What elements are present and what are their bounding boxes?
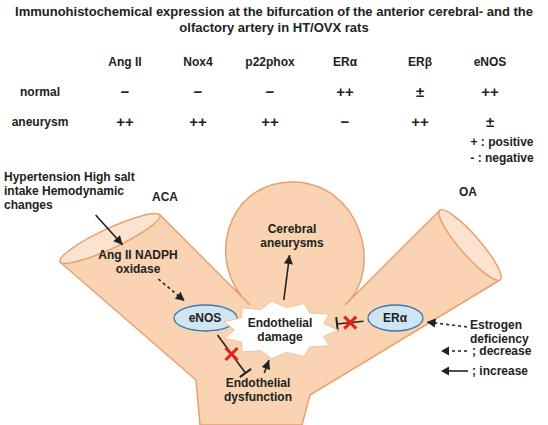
table-cell: p22phox [245,55,294,69]
vessel-name: OA [459,185,477,199]
table-cell: ++ [261,115,279,129]
ellipse-shape [368,305,423,331]
arrow-connector [427,319,468,328]
table-cell: − [341,115,350,129]
artery-bifurcation [60,182,500,425]
key-note: + : positive [470,135,533,149]
table-cell: Nox4 [183,55,212,69]
arrow-head [262,360,270,370]
table-cell: ERβ [408,55,432,69]
vessel-name: ACA [152,190,178,204]
legend-text: ; decrease [472,344,531,358]
damage-burst: Endothelial damage [226,303,334,357]
arrow-connector [262,360,270,373]
block-cross [226,348,238,360]
legend-sample [440,365,470,377]
table-cell: eNOS [474,55,507,69]
legend-head [441,347,449,356]
arrow-head [284,255,293,264]
inhibit-bar [240,369,251,377]
block-cross [226,348,238,360]
legend-row: ; decrease [440,344,531,358]
table-cell: ++ [189,115,207,129]
table-cell: − [121,85,130,99]
connector-line [158,279,184,301]
inhibit-connector [336,317,363,331]
arrow-head [427,319,436,328]
table-cell: ± [486,115,494,129]
arrow-connector [158,279,184,301]
node-text: eNOS [189,311,222,325]
table-cell: ++ [411,115,429,129]
cause-text: Hypertension High salt intake Hemodynami… [4,170,144,212]
node-text: Estrogen deficiency [470,318,546,346]
table-cell: aneurysm [12,115,69,129]
table-cell: normal [20,85,60,99]
legend-line [446,370,468,372]
arrow-head [113,235,122,245]
er-ellipse: ERα [367,304,424,332]
figure-title: Immunohistochemical expression at the bi… [0,4,548,36]
arrow-connector [96,215,123,245]
dysfunction-text: Endothelial dysfunction [218,376,298,404]
legend-row: ; increase [440,364,528,378]
table-cell: ++ [116,115,134,129]
table-cell: ++ [336,85,354,99]
factor-text: Ang II NADPH oxidase [88,248,188,276]
table-cell: − [194,85,203,99]
node-text: Hypertension High salt intake Hemodynami… [4,170,144,212]
legend-head [441,367,449,376]
table-cell: ERα [333,55,357,69]
enos-ellipse: eNOS [173,304,238,332]
node-text: Cerebral aneurysms [252,222,332,250]
arrow-connector [284,255,293,300]
table-cell: − [266,85,275,99]
table-cell: ± [416,85,424,99]
node-text: Endothelial dysfunction [218,376,298,404]
aneurysm-bulb: Cerebral aneurysms [250,220,334,252]
node-text: Ang II NADPH oxidase [88,248,188,276]
block-cross [344,317,356,329]
connector-line [96,215,123,245]
node-text: Endothelial damage [240,316,320,344]
table-cell: ++ [481,85,499,99]
key-note: - : negative [470,151,533,165]
block-cross [344,317,356,329]
legend-line [446,350,468,352]
legend-sample [440,345,470,357]
ellipse-shape [174,305,237,331]
legend-text: ; increase [472,364,528,378]
node-text: ERα [383,311,408,325]
arrow-head [175,292,185,301]
table-cell: Ang II [108,55,141,69]
burst-shape [224,301,338,359]
oa-opening [432,204,507,287]
deficiency-text: Estrogen deficiency [470,318,546,346]
